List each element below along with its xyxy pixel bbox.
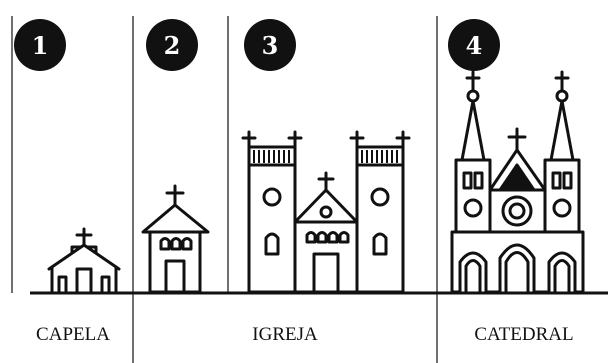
small-church-window-1 [159, 237, 171, 251]
nave-door [312, 252, 340, 294]
badge-3-number: 3 [262, 31, 279, 60]
central-nave [293, 171, 359, 294]
right-tower-arched-window [372, 232, 388, 256]
right-spire-tower [543, 158, 581, 234]
left-spire [454, 70, 492, 234]
nave-oculus [319, 205, 333, 219]
nave-window-3 [327, 231, 339, 244]
small-church-gable [141, 203, 210, 234]
chapel-walls [50, 265, 118, 294]
left-tower-round-window [262, 187, 282, 207]
chapel-window-left [57, 275, 68, 294]
cathedral-illustration [450, 70, 585, 294]
nave-window-1 [305, 231, 317, 244]
badge-2: 2 [146, 19, 198, 71]
nave-window-4 [338, 231, 350, 244]
badge-4-number: 4 [466, 31, 483, 60]
chapel-door [75, 267, 93, 294]
cathedral-center [488, 127, 547, 234]
nave-window-2 [316, 231, 328, 244]
chapel-roof [47, 243, 121, 271]
right-tower [349, 130, 411, 294]
cathedral-base [450, 230, 585, 294]
right-tower-body [355, 145, 405, 294]
small-church-window-3 [181, 237, 193, 251]
small-church-illustration [141, 184, 210, 294]
label-cathedral: CATEDRAL [474, 324, 573, 345]
large-church-illustration [241, 130, 411, 294]
left-tower-arched-window [264, 232, 280, 256]
left-tower [241, 130, 303, 294]
right-tower-round-window [370, 187, 390, 207]
chapel-illustration [47, 227, 121, 294]
label-church: IGREJA [252, 324, 318, 345]
left-spire-tower [454, 158, 492, 234]
badge-3: 3 [244, 19, 296, 71]
badge-1: 1 [14, 19, 66, 71]
small-church-door [164, 259, 186, 294]
badge-4: 4 [448, 19, 500, 71]
small-church-window-2 [170, 237, 182, 251]
label-chapel: CAPELA [36, 324, 110, 345]
chapel-window-right [100, 275, 111, 294]
badge-1-number: 1 [32, 31, 49, 60]
left-tower-body [247, 145, 297, 294]
badge-2-number: 2 [164, 31, 181, 60]
right-spire [543, 70, 581, 234]
